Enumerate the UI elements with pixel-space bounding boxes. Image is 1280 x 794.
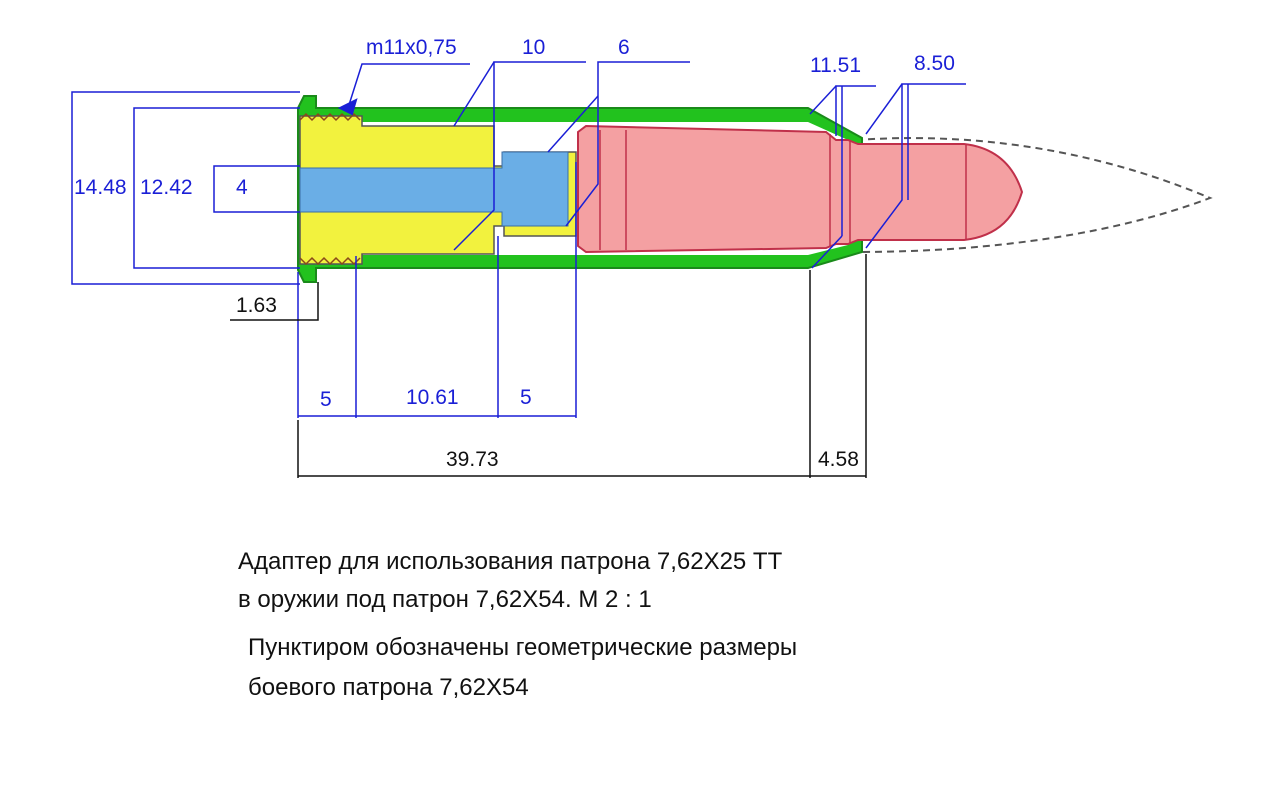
- dim-leader-thread: [347, 63, 470, 109]
- bullet-dashed-outline: [855, 137, 1213, 253]
- dim-line-1-63: [230, 282, 319, 321]
- dim-text-4: 4: [236, 176, 248, 199]
- dim-line-14-48: [71, 91, 300, 285]
- caption-line-2: в оружии под патрон 7,62Х54. М 2 : 1: [238, 586, 652, 613]
- dim-text-4-58: 4.58: [818, 448, 859, 471]
- dim-line-4: [213, 165, 300, 213]
- dim-text-6: 6: [618, 36, 630, 59]
- dim-leader-10: [453, 61, 586, 251]
- dim-line-12-42: [133, 107, 300, 269]
- dim-text-5a: 5: [320, 388, 332, 411]
- thread-arrow-head: [337, 98, 358, 116]
- caption-line-1: Адаптер для использования патрона 7,62Х2…: [238, 548, 783, 575]
- dim-leader-6-top: [547, 95, 599, 153]
- caption-line-4: боевого патрона 7,62Х54: [248, 674, 529, 701]
- bore-channel: [299, 151, 569, 227]
- dim-leader-11-51-c: [809, 85, 837, 115]
- thread-teeth-top: [299, 112, 361, 122]
- dim-text-thread: m11x0,75: [366, 36, 457, 59]
- cartridge-762x25: [577, 124, 1024, 254]
- dim-text-11-51: 11.51: [810, 54, 861, 77]
- dim-text-1-63: 1.63: [236, 294, 277, 317]
- dim-text-14-48: 14.48: [74, 176, 127, 199]
- dim-text-5b: 5: [520, 386, 532, 409]
- dim-leader-6: [565, 61, 690, 227]
- dim-leader-10-top: [453, 61, 495, 127]
- dim-text-10: 10: [522, 36, 545, 59]
- dim-leader-8-50-c: [865, 83, 903, 135]
- dim-text-12-42: 12.42: [140, 176, 193, 199]
- dim-leader-8-50: [865, 83, 966, 249]
- dim-text-39-73: 39.73: [446, 448, 499, 471]
- dim-leader-11-51-d: [811, 235, 843, 269]
- dim-text-10-61: 10.61: [406, 386, 459, 409]
- caption-line-3: Пунктиром обозначены геометрические разм…: [248, 634, 798, 661]
- thread-teeth-bottom: [299, 256, 361, 266]
- dim-text-8-50: 8.50: [914, 52, 955, 75]
